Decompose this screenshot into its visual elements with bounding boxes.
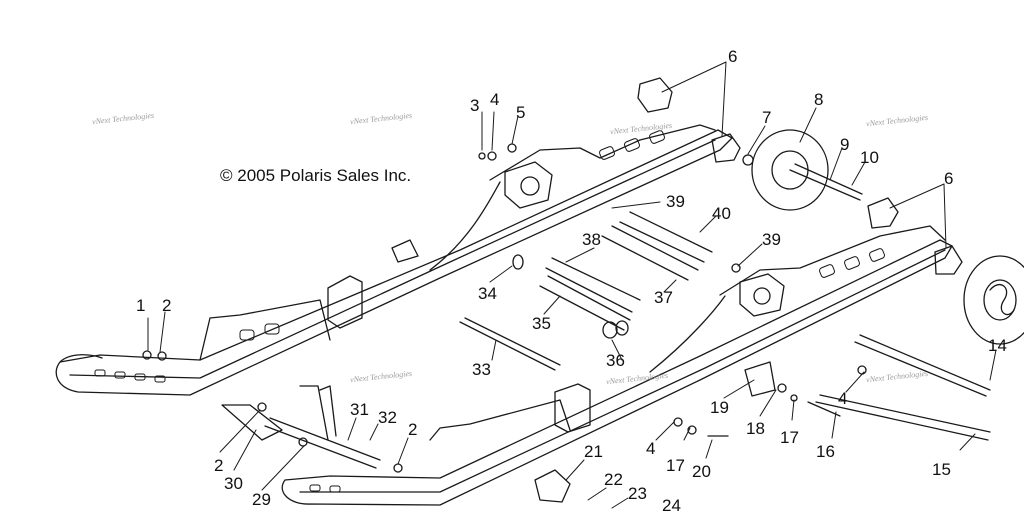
callout-33: 33 xyxy=(472,360,491,379)
callout-37: 37 xyxy=(654,288,673,307)
small-parts xyxy=(142,77,963,503)
callout-21: 21 xyxy=(584,442,603,461)
callout-2a: 2 xyxy=(162,296,172,315)
callout-22: 22 xyxy=(604,470,623,489)
callout-29: 29 xyxy=(252,490,271,509)
callout-15: 15 xyxy=(932,460,951,479)
callout-39b: 39 xyxy=(762,230,781,249)
callout-1: 1 xyxy=(136,296,146,315)
callout-14: 14 xyxy=(988,336,1007,355)
callout-20: 20 xyxy=(692,462,711,481)
left-rail xyxy=(55,124,733,396)
callout-16: 16 xyxy=(816,442,835,461)
cross-shafts xyxy=(264,211,991,469)
callout-17a: 17 xyxy=(666,456,685,475)
callout-38: 38 xyxy=(582,230,601,249)
callout-18: 18 xyxy=(746,419,765,438)
right-rail xyxy=(281,225,953,506)
callout-40: 40 xyxy=(712,204,731,223)
callout-8: 8 xyxy=(814,90,824,109)
callout-4a: 4 xyxy=(490,90,500,109)
copyright-notice: © 2005 Polaris Sales Inc. xyxy=(220,166,412,185)
callout-17b: 17 xyxy=(780,428,799,447)
callout-9: 9 xyxy=(840,135,850,154)
callout-10: 10 xyxy=(860,148,879,167)
callout-5: 5 xyxy=(516,103,526,122)
idler-wheels xyxy=(751,129,1024,345)
callout-31: 31 xyxy=(350,400,369,419)
callout-4c: 4 xyxy=(838,389,848,408)
callout-30: 30 xyxy=(224,474,243,493)
callout-7: 7 xyxy=(762,108,772,127)
callout-6a: 6 xyxy=(728,47,738,66)
callout-2c: 2 xyxy=(408,420,418,439)
callout-19: 19 xyxy=(710,398,729,417)
callout-24: 24 xyxy=(662,496,681,515)
callout-6b: 6 xyxy=(944,169,954,188)
callout-34: 34 xyxy=(478,284,497,303)
callout-32: 32 xyxy=(378,408,397,427)
callout-39a: 39 xyxy=(666,192,685,211)
callout-36: 36 xyxy=(606,351,625,370)
callout-2b: 2 xyxy=(214,456,224,475)
callout-35: 35 xyxy=(532,314,551,333)
leader-lines xyxy=(147,61,997,509)
callout-23: 23 xyxy=(628,484,647,503)
callout-3: 3 xyxy=(470,96,480,115)
callout-4b: 4 xyxy=(646,439,656,458)
